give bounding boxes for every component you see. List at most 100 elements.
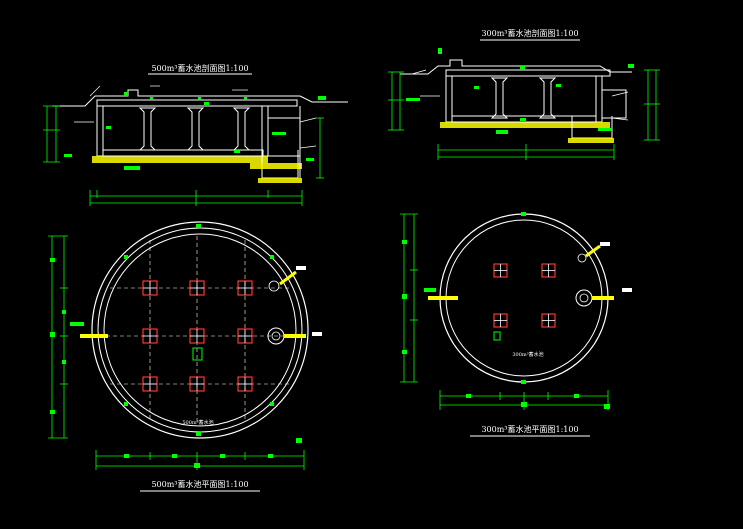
- section-500-sump-base: [258, 178, 302, 183]
- section-500-left-wall: [96, 105, 104, 157]
- section-500-column-3: [232, 107, 251, 151]
- marker: [124, 454, 129, 458]
- plan-300-outlet-pipe: [592, 296, 614, 300]
- section-300-bottom-slab: [440, 122, 610, 128]
- section-300-valve-chamber: [601, 89, 627, 119]
- leader: [299, 117, 317, 123]
- marker: [402, 350, 407, 354]
- plan-300-dim-markers-left: [402, 240, 407, 354]
- marker: [598, 128, 612, 131]
- marker: [198, 97, 201, 100]
- marker: [520, 66, 525, 70]
- marker: [466, 394, 471, 398]
- marker: [424, 288, 436, 292]
- plan-500-overflow-pipe: [279, 270, 297, 286]
- column-square-icon: [142, 376, 158, 392]
- plan-300-overflow-pipe: [585, 244, 601, 258]
- title-300-section: 300m³蓄水池剖面图1:100: [481, 28, 578, 38]
- leader: [89, 85, 101, 97]
- plan-500-outlet-pipe: [284, 334, 306, 338]
- marker: [474, 86, 479, 89]
- plan-500-inner-wall: [103, 233, 297, 427]
- marker: [196, 224, 201, 228]
- marker: [50, 332, 55, 337]
- section-500-columns: [138, 107, 251, 151]
- manhole-circle-icon: [577, 253, 587, 263]
- section-300-markers: [406, 48, 634, 134]
- marker: [70, 322, 84, 326]
- marker: [124, 402, 128, 406]
- column-square-icon: [189, 376, 205, 392]
- marker: [402, 240, 407, 244]
- marker: [196, 432, 201, 436]
- leader: [299, 145, 317, 149]
- marker: [496, 130, 508, 134]
- plan-500-sump: [192, 347, 203, 361]
- section-500-leaders: [74, 85, 317, 149]
- marker: [268, 454, 273, 458]
- label-500-inner: 500m³蓄水池: [182, 419, 213, 426]
- plan-300: 300m³蓄水池 300m³蓄水池平面图: [400, 212, 632, 437]
- section-500-ground-line: [52, 89, 348, 107]
- marker: [296, 438, 302, 443]
- column-square-icon: [237, 328, 253, 344]
- marker: [106, 126, 111, 129]
- plan-500-columns: [142, 280, 253, 392]
- marker: [438, 48, 442, 54]
- marker: [124, 166, 140, 170]
- marker: [50, 410, 55, 414]
- plan-500-inlet-pipe: [80, 334, 108, 338]
- marker: [521, 402, 527, 407]
- marker: [124, 255, 128, 259]
- marker: [556, 84, 561, 87]
- section-300-sump-hatch: [568, 138, 614, 143]
- section-300-column-2: [538, 77, 557, 119]
- marker: [50, 258, 55, 262]
- marker: [270, 255, 274, 259]
- marker: [150, 97, 153, 100]
- section-300-left-wall: [445, 75, 453, 123]
- label-300-inner: 300m³蓄水池: [512, 351, 543, 358]
- plan-300-ring-markers: [521, 212, 610, 409]
- plan-500-grid: [106, 236, 294, 424]
- marker: [521, 380, 526, 384]
- marker: [312, 332, 322, 336]
- marker: [318, 96, 326, 100]
- section-500-valve-chamber: [267, 117, 301, 157]
- section-300-column-1: [490, 77, 509, 119]
- manhole-circle-icon: [268, 280, 280, 292]
- section-500-dims-vertical: [43, 105, 324, 179]
- column-square-icon: [142, 328, 158, 344]
- section-300-columns: [490, 77, 557, 119]
- marker: [622, 288, 632, 292]
- section-500-floor: [102, 149, 264, 157]
- plan-300-inlet-pipe: [428, 296, 458, 300]
- section-500-column-2: [186, 107, 205, 151]
- column-square-icon: [541, 263, 556, 278]
- marker: [64, 154, 72, 157]
- section-300-right-wall: [595, 75, 603, 123]
- column-square-icon: [189, 280, 205, 296]
- section-500-roof-slab: [96, 99, 298, 107]
- section-500-sump-hatch: [250, 163, 302, 169]
- plan-500-ring-markers: [124, 224, 302, 443]
- section-500-dims-horizontal: [89, 190, 303, 206]
- marker: [204, 102, 209, 105]
- manhole-circle-icon: [575, 289, 593, 307]
- plan-500-dim-markers-bottom: [124, 454, 273, 468]
- marker: [62, 310, 66, 314]
- leader: [411, 69, 427, 75]
- marker: [272, 132, 286, 135]
- plan-300-dim-markers-bottom: [466, 394, 579, 407]
- section-500-column-1: [138, 107, 157, 151]
- title-500-plan: 500m³蓄水池平面图1:100: [151, 479, 248, 489]
- marker: [600, 242, 610, 246]
- marker: [406, 98, 420, 101]
- plan-300-sump: [493, 331, 501, 341]
- marker: [521, 212, 526, 216]
- marker: [172, 454, 177, 458]
- column-square-icon: [237, 280, 253, 296]
- marker: [270, 402, 274, 406]
